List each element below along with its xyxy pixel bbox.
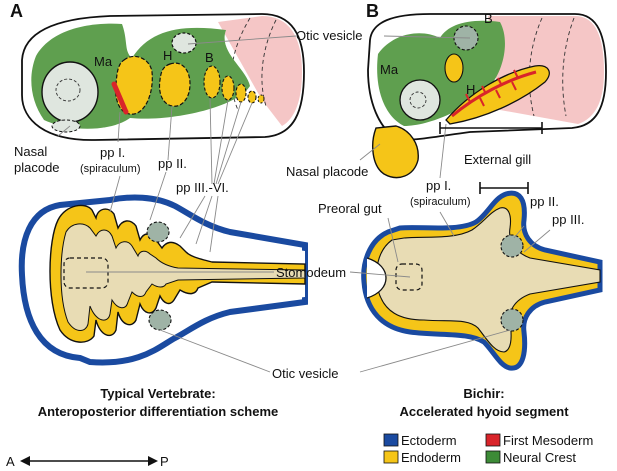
panel-b-ventral-pharynx xyxy=(361,190,603,371)
label-otic-vesicle-top: Otic vesicle xyxy=(296,28,362,43)
caption-b-line1: Bichir: xyxy=(463,386,504,401)
label-b-spiraculum: (spiraculum) xyxy=(410,196,471,208)
label-b-branchial: B xyxy=(484,11,493,26)
caption-a-line2: Anteroposterior differentiation scheme xyxy=(38,404,279,419)
axis-anterior-label: A xyxy=(6,454,15,469)
label-a-nasal-placode-2: placode xyxy=(14,160,60,175)
anteroposterior-axis: A P xyxy=(6,454,169,469)
label-b-pp2: pp II. xyxy=(530,194,559,209)
axis-arrow-left-head xyxy=(20,456,30,466)
legend: Ectoderm First Mesoderm Endoderm Neural … xyxy=(383,433,593,465)
label-a-nasal-placode-1: Nasal xyxy=(14,144,47,159)
label-a-pp2: pp II. xyxy=(158,156,187,171)
label-a-pp1: pp I. xyxy=(100,145,125,160)
legend-swatch-neural-crest xyxy=(485,450,501,464)
label-a-hyoid: H xyxy=(163,48,172,63)
label-stomodeum: Stomodeum xyxy=(276,265,346,280)
axis-arrow-right-head xyxy=(148,456,158,466)
label-a-mandibular: Ma xyxy=(94,54,113,69)
label-a-pp3-6: pp III.-VI. xyxy=(176,180,229,195)
label-b-pp1: pp I. xyxy=(426,178,451,193)
label-b-preoral-gut: Preoral gut xyxy=(318,201,382,216)
label-b-external-gill: External gill xyxy=(464,152,531,167)
legend-label-ectoderm: Ectoderm xyxy=(401,433,457,448)
label-b-mandibular: Ma xyxy=(380,62,399,77)
label-b-pp3: pp III. xyxy=(552,212,585,227)
panel-b-lateral-embryo xyxy=(367,13,607,179)
label-a-spiraculum: (spiraculum) xyxy=(80,163,141,175)
panel-a-lateral-embryo xyxy=(21,13,305,141)
legend-label-neural-crest: Neural Crest xyxy=(503,450,576,465)
legend-label-first-mesoderm: First Mesoderm xyxy=(503,433,593,448)
caption-a-line1: Typical Vertebrate: xyxy=(100,386,215,401)
legend-label-endoderm: Endoderm xyxy=(401,450,461,465)
legend-swatch-ectoderm xyxy=(383,433,399,447)
panel-a-letter: A xyxy=(10,1,23,21)
panel-a-ventral-pharynx xyxy=(18,194,308,366)
label-otic-vesicle-bottom: Otic vesicle xyxy=(272,366,338,381)
caption-b-line2: Accelerated hyoid segment xyxy=(399,404,569,419)
label-a-branchial: B xyxy=(205,50,214,65)
legend-swatch-first-mesoderm xyxy=(485,433,501,447)
leader-lines xyxy=(57,35,551,373)
label-b-hyoid: H xyxy=(466,82,475,97)
label-b-nasal-placode: Nasal placode xyxy=(286,164,368,179)
panel-b-letter: B xyxy=(366,1,379,21)
axis-posterior-label: P xyxy=(160,454,169,469)
legend-swatch-endoderm xyxy=(383,450,399,464)
